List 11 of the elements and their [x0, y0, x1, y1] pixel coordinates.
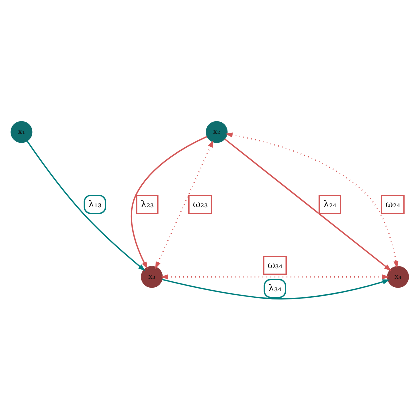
arrow — [160, 274, 390, 280]
edge-label: λ₁₃ — [88, 198, 102, 210]
arrow — [26, 140, 146, 271]
edge-label: ω₂₄ — [386, 198, 401, 210]
edge-label: λ₃₄ — [268, 283, 282, 294]
edge-label: ω₃₄ — [268, 260, 283, 271]
edge-label: λ₂₃ — [140, 198, 154, 210]
edge-label: λ₂₄ — [323, 198, 337, 210]
arrow — [155, 140, 214, 269]
edge-label: ω₂₃ — [193, 198, 208, 210]
arrow — [131, 136, 208, 269]
